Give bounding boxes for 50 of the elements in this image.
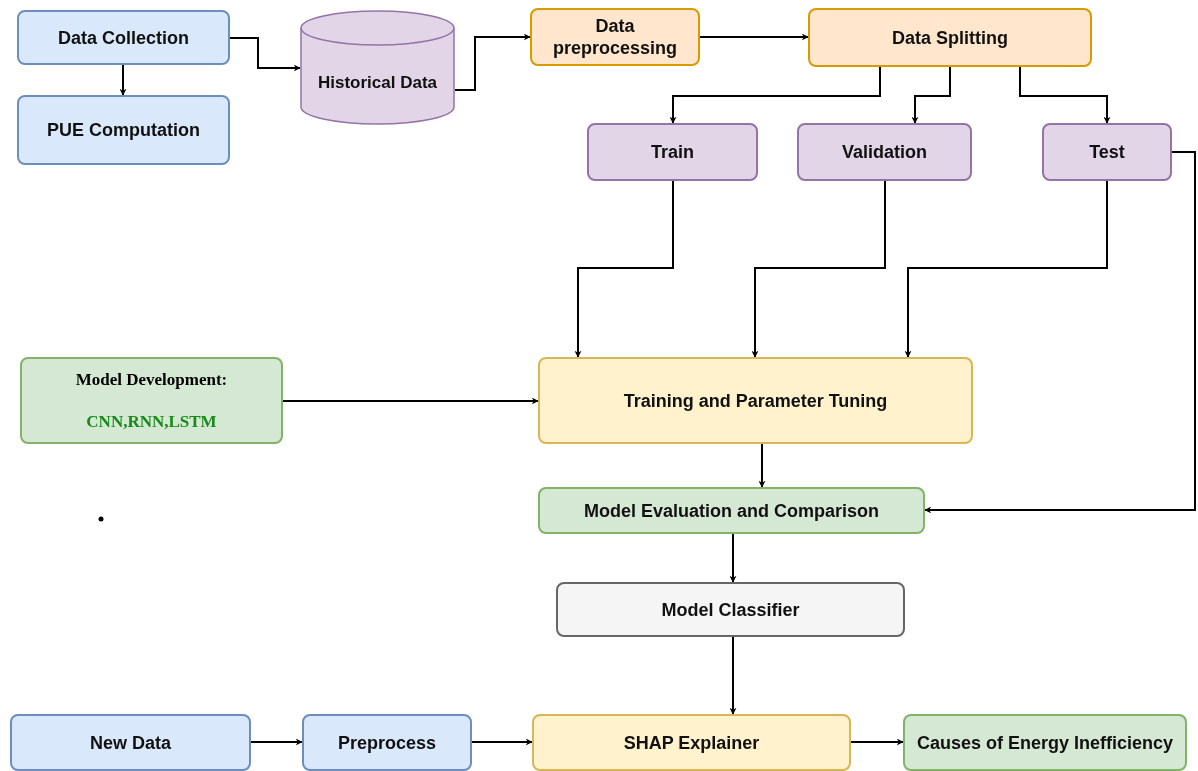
arrow <box>574 180 674 358</box>
arrow <box>904 180 1108 358</box>
arrow <box>924 151 1196 514</box>
process-box <box>532 714 851 771</box>
node-label: Test <box>1089 141 1125 163</box>
arrow <box>911 66 951 124</box>
arrow <box>250 738 303 746</box>
node-label: Training and Parameter Tuning <box>623 389 888 412</box>
process-box <box>587 123 758 181</box>
arrow <box>669 66 881 124</box>
node-label: SHAP Explainer <box>623 731 760 754</box>
process-box <box>903 714 1187 771</box>
node-label: Model Classifier <box>661 598 800 621</box>
node-label: Data Collection <box>58 26 189 49</box>
node-label: Model Evaluation and Comparison <box>584 499 879 522</box>
process-box <box>17 10 230 65</box>
process-box <box>797 123 972 181</box>
arrow <box>729 636 737 715</box>
arrow <box>751 180 886 358</box>
arrow <box>1019 66 1111 124</box>
process-box <box>556 582 905 637</box>
node-label: New Data <box>90 731 171 754</box>
arrow <box>850 738 904 746</box>
process-box <box>808 8 1092 67</box>
node-label: Data preprocessing <box>551 15 678 59</box>
process-box <box>530 8 700 66</box>
process-box <box>1042 123 1172 181</box>
process-box <box>20 357 283 444</box>
arrow <box>758 443 766 488</box>
arrow <box>699 33 809 41</box>
node-label: Validation <box>842 141 927 163</box>
node-label: Model Development: <box>75 369 228 391</box>
node-label: Data Splitting <box>892 26 1008 49</box>
node-label: CNN,RNN,LSTM <box>86 410 217 433</box>
arrow <box>729 533 737 583</box>
node-label: Train <box>651 141 694 163</box>
node-label: Historical Data <box>317 72 437 94</box>
arrow <box>454 33 531 91</box>
arrow <box>119 64 127 96</box>
node-label: Causes of Energy Inefficiency <box>916 731 1174 754</box>
process-box <box>10 714 251 771</box>
node-label: PUE Computation <box>47 119 200 141</box>
process-box <box>538 487 925 534</box>
process-box <box>302 714 472 771</box>
process-box <box>17 95 230 165</box>
arrow <box>282 397 539 405</box>
process-box <box>538 357 973 444</box>
node-label: Preprocess <box>337 731 437 754</box>
arrow <box>229 37 301 72</box>
arrow <box>471 738 533 746</box>
